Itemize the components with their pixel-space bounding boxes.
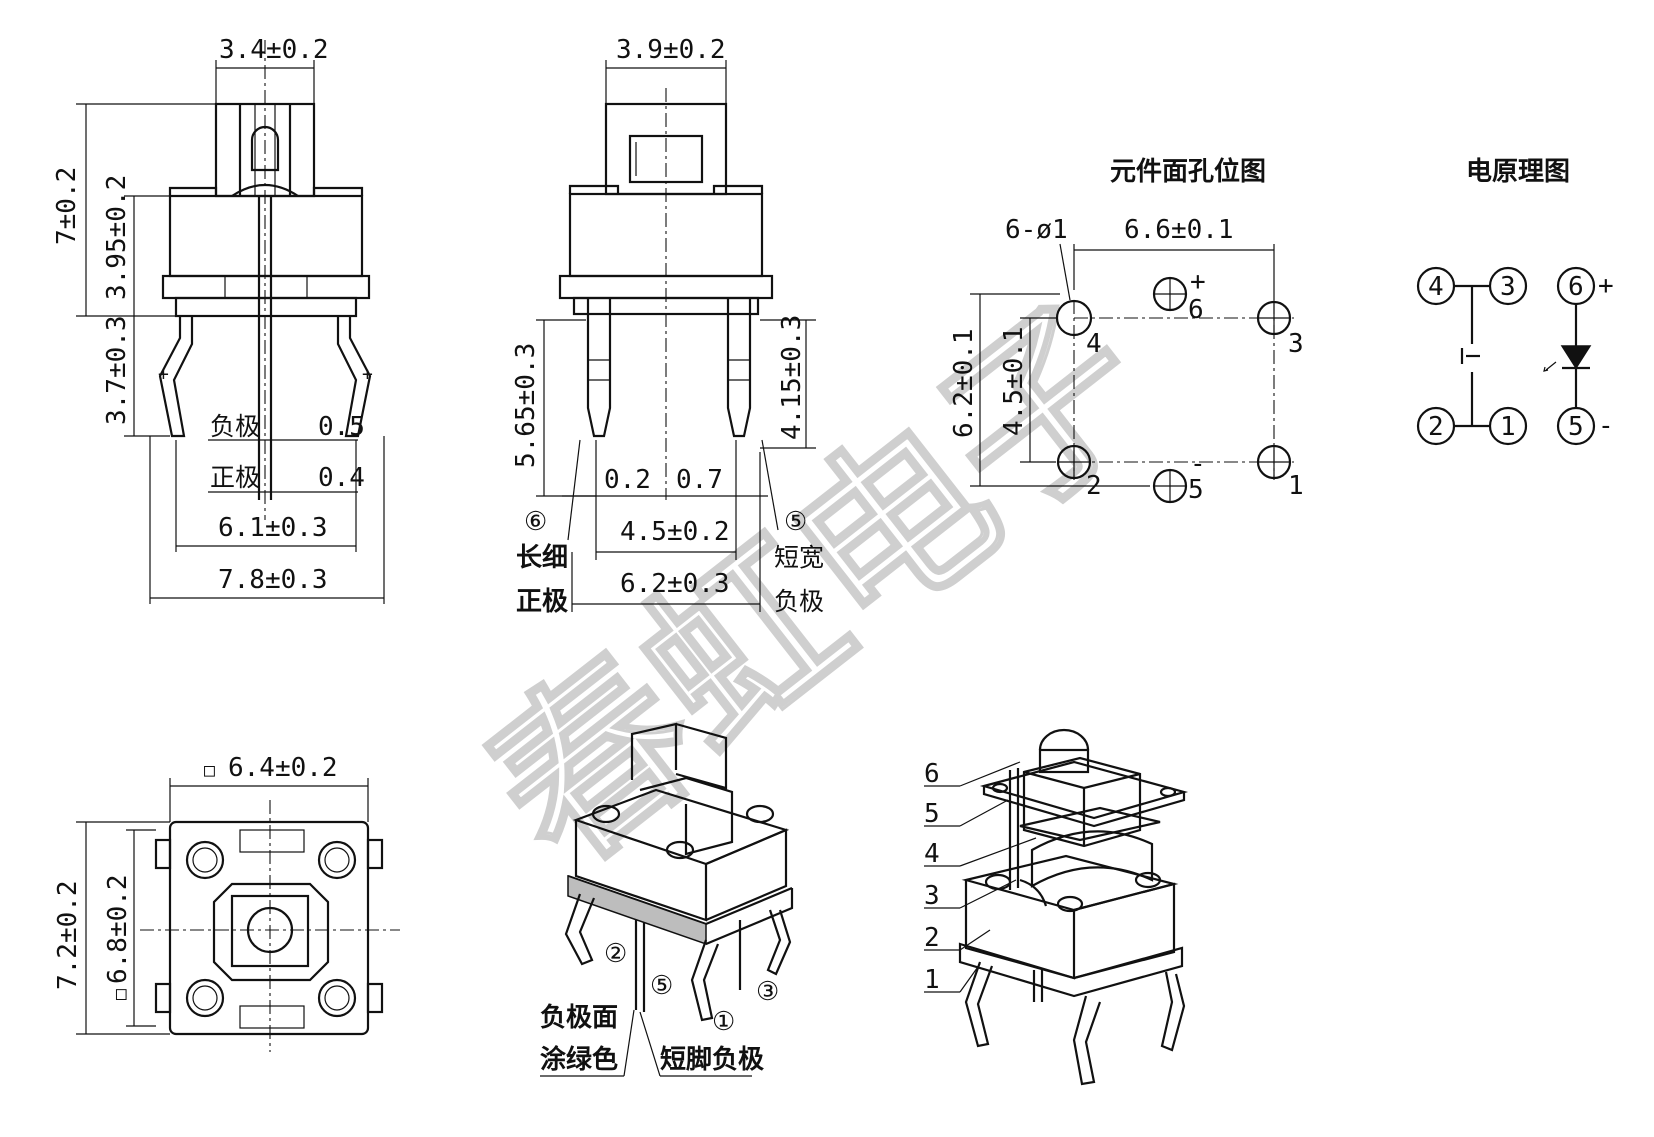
sch-pin-6: 6 bbox=[1568, 272, 1584, 302]
part-4: 4 bbox=[924, 839, 940, 869]
hole-pin-6: 6 bbox=[1188, 295, 1204, 325]
side-body-height: 3.95±0.2 bbox=[102, 175, 132, 300]
sch-pin-5: 5 bbox=[1568, 412, 1584, 442]
side-leg-height: 3.7±0.3 bbox=[102, 315, 132, 425]
part-3: 3 bbox=[924, 881, 940, 911]
front-pin5-mark: ⑤ bbox=[784, 507, 807, 537]
side-total-height: 7±0.2 bbox=[52, 167, 82, 245]
front-pin5-label-b: 负极 bbox=[774, 587, 824, 616]
iso-view: ② ⑤ ① ③ 负极面 涂绿色 短脚负极 bbox=[540, 722, 794, 1077]
front-left-pin-height: 5.65±0.3 bbox=[511, 343, 541, 468]
bottom-outer-height: 7.2±0.2 bbox=[53, 880, 83, 990]
hole-pin-4: 4 bbox=[1086, 329, 1102, 359]
side-pos-label: 正极 bbox=[210, 463, 260, 492]
front-pin-w1: 0.2 bbox=[604, 465, 651, 495]
iso-label-a: 负极面 bbox=[540, 1003, 618, 1033]
hole-inner-height: 4.5±0.1 bbox=[999, 326, 1029, 436]
iso-pin-2: ② bbox=[604, 939, 627, 969]
front-pin5-label-a: 短宽 bbox=[774, 543, 824, 572]
bottom-square-mark-2: □ bbox=[110, 989, 131, 1000]
schematic: 电原理图 4 3 2 1 6 5 + - bbox=[1416, 157, 1614, 446]
sch-pin-2: 2 bbox=[1428, 412, 1444, 442]
sch-minus: - bbox=[1598, 411, 1614, 441]
front-pin-w2: 0.7 bbox=[676, 465, 723, 495]
part-6: 6 bbox=[924, 759, 940, 789]
bottom-inner-height: 6.8±0.2 bbox=[103, 874, 133, 984]
iso-label-c: 短脚负极 bbox=[660, 1045, 765, 1075]
side-pos-value: 0.4 bbox=[318, 463, 365, 493]
exploded-view: 6 5 4 3 2 1 bbox=[924, 728, 1189, 1086]
side-view: + + 3.4±0.2 7±0.2 3.95±0.2 3.7±0.3 负极 0.… bbox=[52, 35, 385, 604]
hole-pin-1: 1 bbox=[1288, 471, 1304, 501]
iso-pin-5: ⑤ bbox=[650, 971, 673, 1001]
front-right-pin-height: 4.15±0.3 bbox=[777, 315, 807, 440]
iso-label-b: 涂绿色 bbox=[540, 1044, 618, 1075]
front-inner-width: 4.5±0.2 bbox=[620, 517, 730, 547]
front-pin6-label-b: 正极 bbox=[516, 587, 569, 617]
bottom-square-mark-1: □ bbox=[204, 760, 215, 781]
hole-outer-height: 6.2±0.1 bbox=[949, 328, 979, 438]
hole-layout-title: 元件面孔位图 bbox=[1110, 156, 1266, 187]
sch-pin-1: 1 bbox=[1500, 412, 1516, 442]
side-top-width: 3.4±0.2 bbox=[219, 35, 329, 65]
hole-pin-3: 3 bbox=[1288, 329, 1304, 359]
part-1: 1 bbox=[924, 965, 940, 995]
svg-text:+: + bbox=[362, 364, 373, 385]
front-outer-width: 6.2±0.3 bbox=[620, 569, 730, 599]
sch-pin-3: 3 bbox=[1500, 272, 1516, 302]
side-inner-width: 6.1±0.3 bbox=[218, 513, 328, 543]
hole-plus: + bbox=[1190, 267, 1206, 297]
hole-layout: 元件面孔位图 6-ø1 6.6±0.1 4 6 + 3 2 5 - 1 6.2±… bbox=[949, 156, 1304, 505]
side-neg-label: 负极 bbox=[210, 412, 260, 441]
svg-text:+: + bbox=[158, 364, 169, 385]
bottom-width: 6.4±0.2 bbox=[228, 753, 338, 783]
front-pin6-mark: ⑥ bbox=[524, 507, 547, 537]
hole-spec: 6-ø1 bbox=[1005, 215, 1068, 245]
bottom-view: □ 6.4±0.2 7.2±0.2 □ 6.8±0.2 bbox=[53, 753, 400, 1052]
front-pin6-label-a: 长细 bbox=[516, 542, 568, 573]
front-top-width: 3.9±0.2 bbox=[616, 35, 726, 65]
led-icon bbox=[1560, 345, 1592, 370]
hole-minus: - bbox=[1190, 449, 1206, 479]
iso-pin-3: ③ bbox=[756, 977, 779, 1007]
part-2: 2 bbox=[924, 923, 940, 953]
hole-pin-5: 5 bbox=[1188, 475, 1204, 505]
front-view: 3.9±0.2 5.65±0.3 4.15±0.3 0.2 0.7 ⑥ 长细 正… bbox=[511, 35, 824, 617]
schematic-title: 电原理图 bbox=[1466, 157, 1570, 187]
side-outer-width: 7.8±0.3 bbox=[218, 565, 328, 595]
sch-plus: + bbox=[1598, 271, 1614, 301]
sch-pin-4: 4 bbox=[1428, 272, 1444, 302]
side-neg-value: 0.5 bbox=[318, 412, 365, 442]
iso-pin-1: ① bbox=[712, 1007, 735, 1037]
part-5: 5 bbox=[924, 799, 940, 829]
hole-width: 6.6±0.1 bbox=[1124, 215, 1234, 245]
